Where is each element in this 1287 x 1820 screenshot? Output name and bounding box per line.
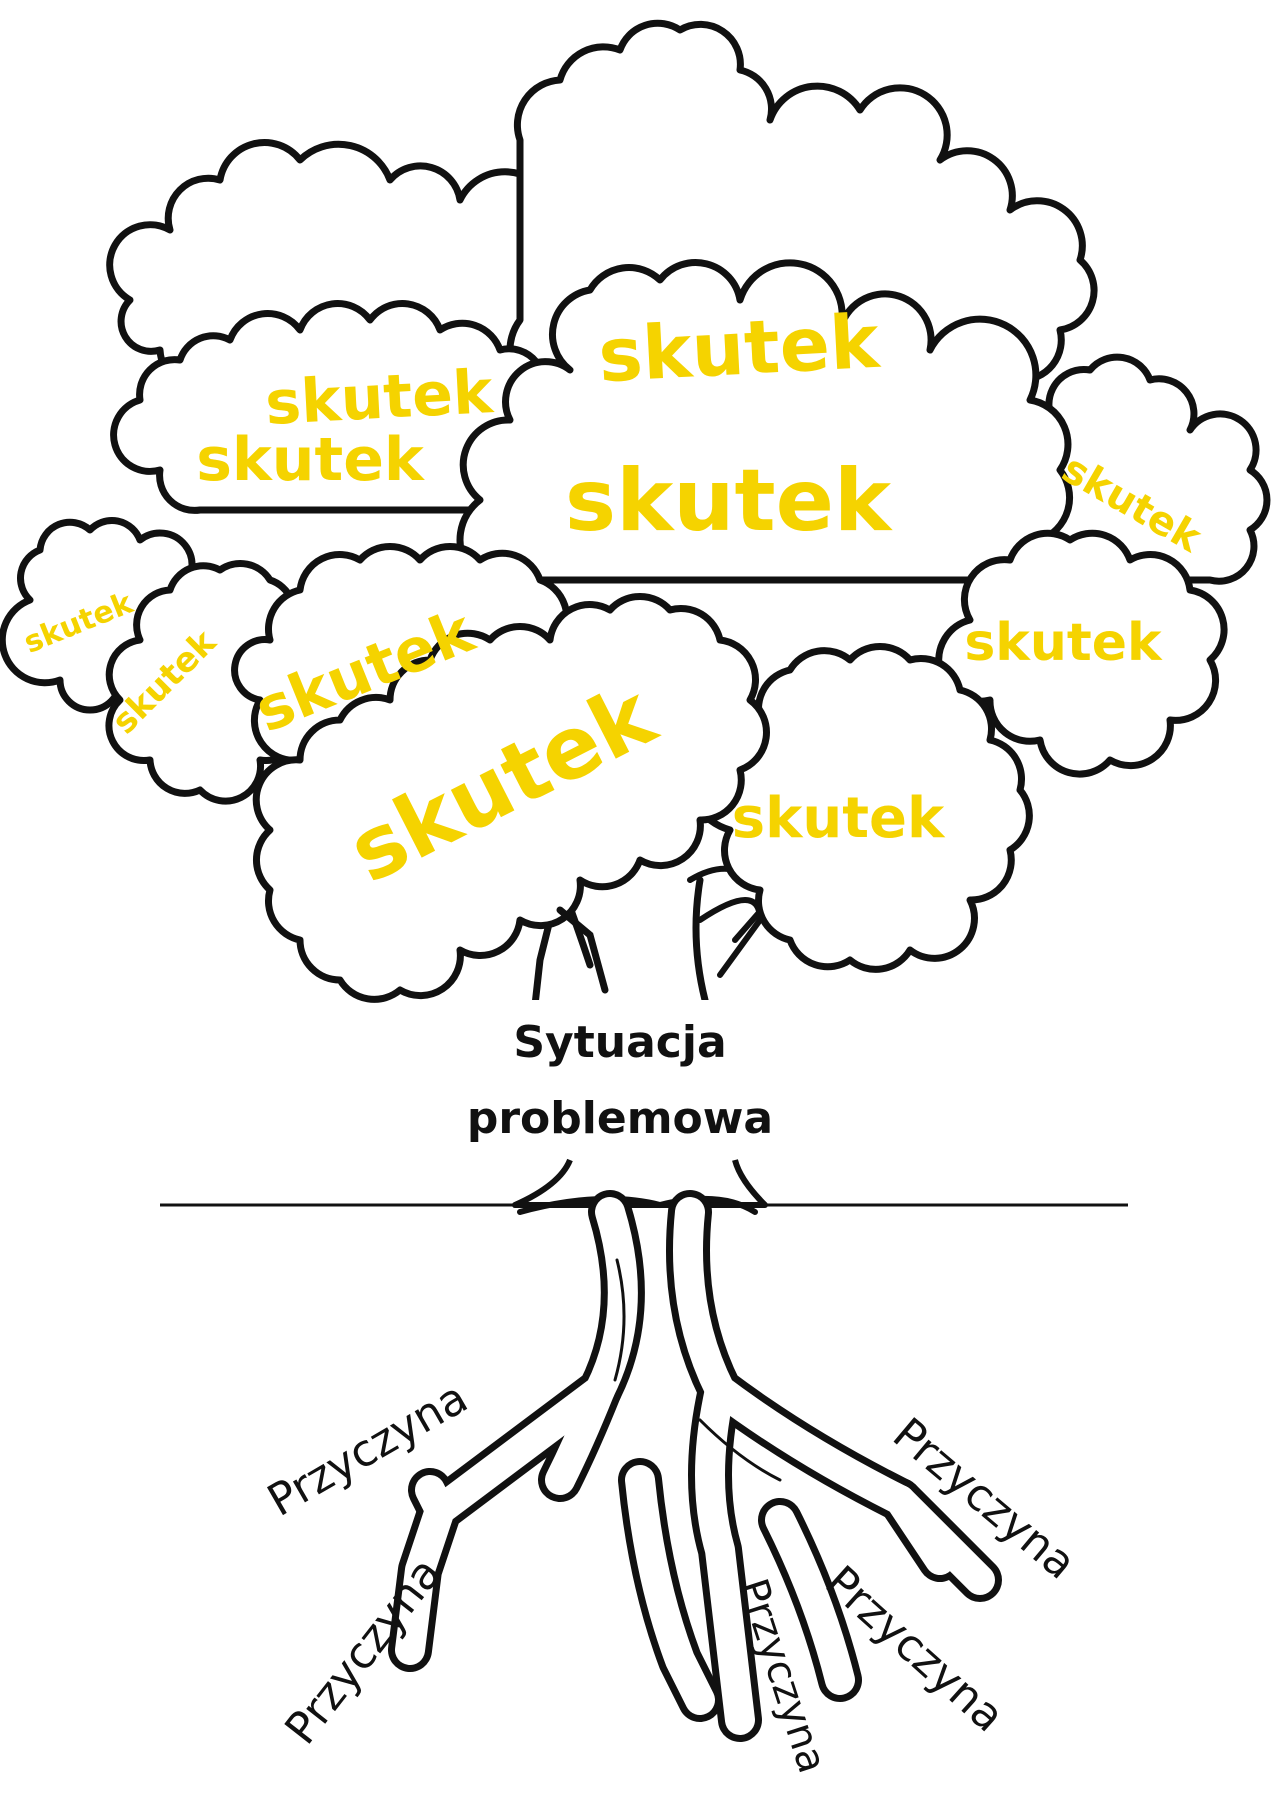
effect-label: skutek <box>596 299 883 400</box>
tree-crown <box>0 19 1271 1003</box>
crown-cloud <box>252 593 770 1003</box>
effect-label: skutek <box>196 425 426 495</box>
trunk-base <box>512 1158 768 1208</box>
trunk-base-edge <box>517 1195 758 1215</box>
problem-label-background <box>420 1000 880 1150</box>
effect-label: skutek <box>964 613 1163 673</box>
branches <box>556 897 764 994</box>
crown-cloud <box>684 643 1033 973</box>
crown-cloud <box>935 529 1228 778</box>
problem-line-2: problemowa <box>467 1093 773 1144</box>
roots <box>388 1190 1002 1742</box>
problem-line-1: Sytuacja <box>513 1017 726 1068</box>
effect-label: skutek <box>263 357 496 439</box>
effect-label: skutek <box>732 786 946 851</box>
effect-label: skutek <box>565 451 893 551</box>
